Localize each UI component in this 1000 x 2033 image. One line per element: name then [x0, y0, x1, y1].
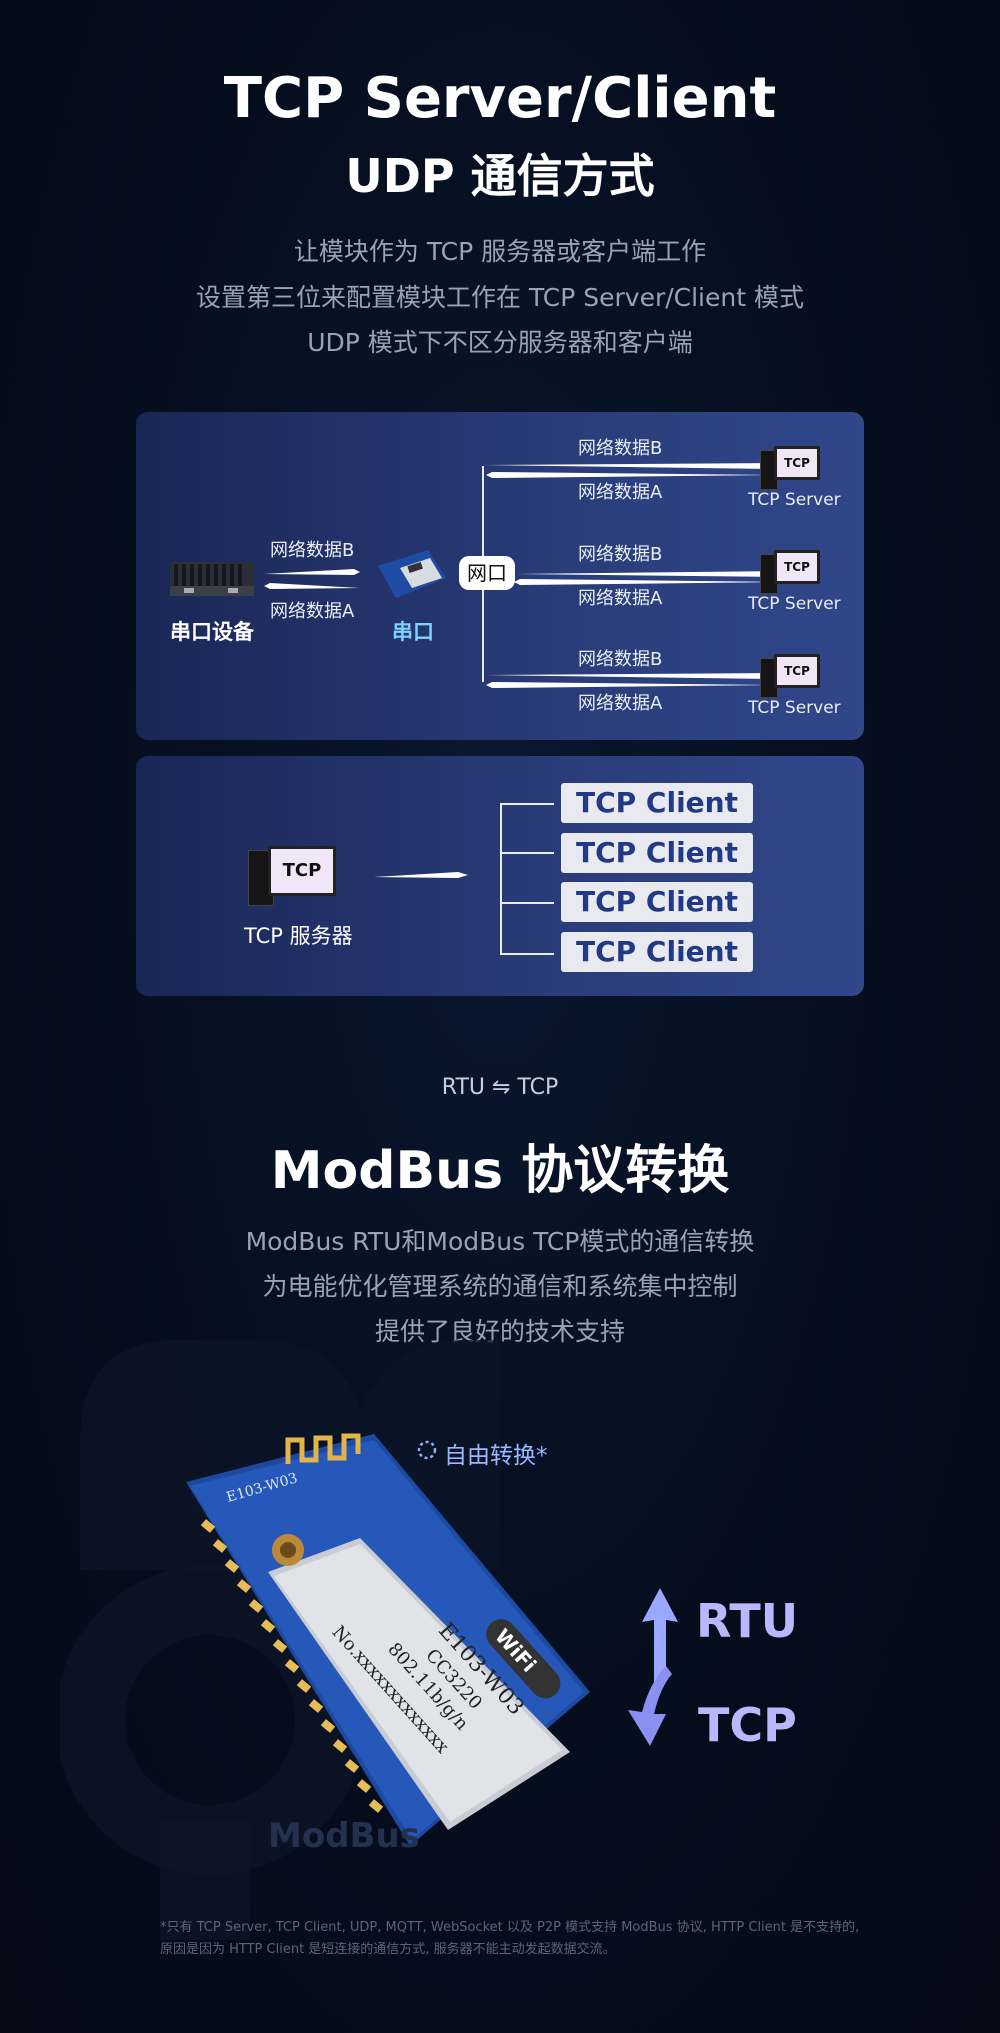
free-switch-label: 自由转换* [444, 1443, 548, 1469]
modbus-desc-2: 为电能优化管理系统的通信和系统集中控制 [262, 1272, 738, 1301]
server-label-3: TCP Server [748, 698, 841, 718]
bidirectional-arrows [264, 569, 360, 589]
e103-w03-module-graphic: E103-W03 WiFi E103-W03 CC3220 802.11b/g/… [186, 1433, 590, 1846]
top-data-b: 网络数据B [578, 438, 663, 459]
left-data-b: 网络数据B [270, 540, 355, 561]
rtu-label: RTU [696, 1594, 799, 1648]
tcp-server-label: TCP 服务器 [244, 924, 353, 948]
client-branch-2 [500, 852, 554, 854]
page-title: TCP Server/Client [223, 66, 777, 131]
intro-line-2: 设置第三位来配置模块工作在 TCP Server/Client 模式 [196, 283, 804, 312]
pc-screen: TCP [774, 654, 820, 688]
footnote-line-1: *只有 TCP Server, TCP Client, UDP, MQTT, W… [160, 1920, 860, 1935]
pc-screen: TCP [268, 846, 336, 896]
client-branch-4 [500, 953, 554, 955]
server-pc-icon: TCP [760, 654, 820, 698]
page-subtitle: UDP 通信方式 [345, 149, 655, 203]
serial-device-label: 串口设备 [170, 620, 254, 644]
client-branch-1 [500, 803, 554, 805]
bottom-data-b: 网络数据B [578, 649, 663, 670]
modbus-kicker: RTU ⇋ TCP [441, 1075, 559, 1100]
switch-arrows-icon [628, 1588, 678, 1746]
tcp-client-box: TCP Client [561, 932, 753, 972]
server-label-1: TCP Server [748, 490, 841, 510]
modbus-title: ModBus 协议转换 [270, 1141, 730, 1201]
serial-port-label: 串口 [392, 620, 434, 644]
client-trunk-wire [500, 803, 502, 955]
net-arrows-top [484, 463, 780, 478]
top-data-a: 网络数据A [578, 482, 663, 503]
wire-down [482, 590, 484, 682]
wifi-module-icon [378, 550, 446, 598]
pc-screen: TCP [774, 550, 820, 584]
left-data-a: 网络数据A [270, 601, 355, 622]
tcp-client-box: TCP Client [561, 833, 753, 873]
wire-up [482, 466, 484, 556]
client-branch-3 [500, 902, 554, 904]
tcp-label: TCP [698, 1698, 797, 1752]
server-label-2: TCP Server [748, 594, 841, 614]
mid-data-b: 网络数据B [578, 544, 663, 565]
serial-device-icon [170, 562, 254, 596]
server-to-clients-arrow [374, 872, 468, 878]
server-pc-icon: TCP [760, 446, 820, 490]
tcp-client-box: TCP Client [561, 783, 753, 823]
tcp-client-box: TCP Client [561, 882, 753, 922]
modbus-watermark-text: ModBus [268, 1816, 420, 1856]
mid-data-a: 网络数据A [578, 588, 663, 609]
pc-screen: TCP [774, 446, 820, 480]
server-pc-icon: TCP [760, 550, 820, 594]
modbus-desc-1: ModBus RTU和ModBus TCP模式的通信转换 [245, 1227, 755, 1256]
intro-line-3: UDP 模式下不区分服务器和客户端 [307, 328, 693, 357]
bottom-data-a: 网络数据A [578, 693, 663, 714]
footnote-line-2: 原因是因为 HTTP Client 是短连接的通信方式, 服务器不能主动发起数据… [160, 1942, 616, 1957]
net-arrows-bottom [484, 673, 780, 688]
intro-line-1: 让模块作为 TCP 服务器或客户端工作 [293, 237, 707, 266]
tcp-server-pc-icon: TCP [248, 846, 348, 906]
net-arrows-mid [514, 571, 790, 585]
rotate-spinner-icon [417, 1440, 437, 1460]
net-port-badge: 网口 [459, 556, 515, 590]
